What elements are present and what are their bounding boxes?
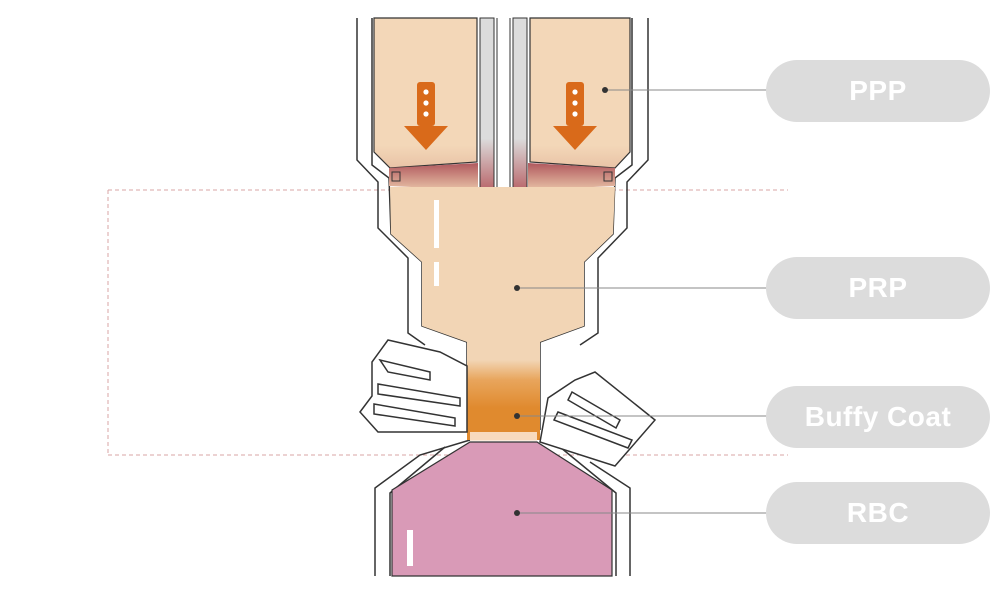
prp-indicator-line-1 [434, 200, 439, 248]
indicator-dot-icon [572, 89, 578, 95]
label-prp: PRP [766, 257, 990, 319]
container-outline [356, 18, 649, 576]
left-clip [359, 339, 468, 433]
indicator-dot-icon [423, 100, 429, 106]
label-ppp: PPP [766, 60, 990, 122]
buffy-coat-sediment [470, 432, 537, 441]
label-rbc: RBC [766, 482, 990, 544]
separator-band-right [528, 163, 615, 190]
indicator-dot-icon [572, 111, 578, 117]
rbc-indicator-line [407, 530, 413, 566]
indicator-dot-icon [423, 89, 429, 95]
buffy-coat-region [467, 360, 540, 440]
label-buffy-coat: Buffy Coat [766, 386, 990, 448]
leader-lines [514, 87, 770, 516]
prp-indicator-line-2 [434, 262, 439, 286]
prp-region [390, 187, 615, 362]
band-marker-left [391, 171, 401, 182]
down-arrow-icon [553, 82, 597, 150]
band-marker-right [603, 171, 613, 182]
center-tubes [479, 17, 528, 191]
right-clip [539, 371, 657, 467]
rbc-region [391, 441, 613, 577]
indicator-dot-icon [423, 111, 429, 117]
separator-band [389, 163, 478, 190]
indicator-dot-icon [572, 100, 578, 106]
down-arrow-icon [404, 82, 448, 150]
